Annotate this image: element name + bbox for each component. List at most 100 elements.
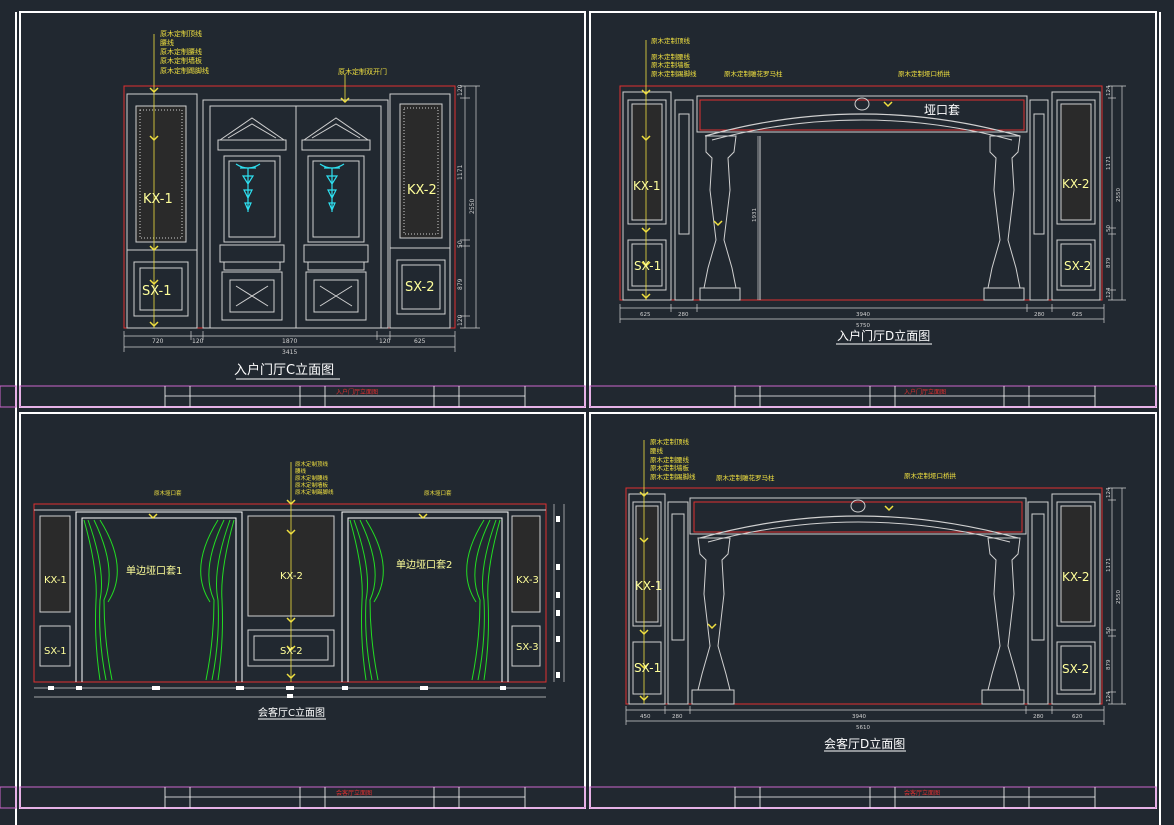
c1-left-frame (126, 93, 198, 329)
d1-dim-b3: 3940 (856, 312, 870, 318)
d1-dim-r1: 124 (1106, 85, 1112, 96)
d2-dim-r3: 2550 (1116, 590, 1122, 604)
d1-arch-inner (711, 119, 1013, 141)
c1-sx2-inner (401, 264, 441, 310)
titleblocks (0, 385, 1157, 809)
d2-titleblock-text: 会客厅立面图 (904, 789, 940, 797)
c1-note-1: 原木定制顶线 (160, 29, 202, 38)
c1-dim-b2: 120 (192, 338, 204, 345)
titleblock-c1 (19, 385, 586, 408)
d1-wall-outline (619, 85, 1103, 301)
d1-dim-r6: 124 (1106, 287, 1112, 298)
c1-kx1-inner (139, 109, 183, 239)
c1-left-pediment-inner (227, 123, 277, 139)
d2-title: 会客厅D立面图 (824, 736, 905, 751)
d2-dim-b3: 3940 (852, 714, 866, 720)
d1-sx1-inner (631, 243, 663, 287)
c2-left-curtains (83, 519, 235, 681)
d1-left-pilaster-inner (678, 113, 690, 235)
c1-right-lower-inner (313, 279, 359, 313)
titleblock-d2 (589, 786, 1157, 809)
d2-note-2: 腰线 (650, 446, 664, 455)
c1-right-glass-inner (312, 160, 360, 238)
c1-dim-r2: 1171 (457, 165, 464, 180)
d2-note-3: 原木定制腰线 (650, 455, 690, 464)
c2-label-arch2: 单边垭口套2 (396, 558, 452, 571)
c2-dim-ticks (48, 516, 560, 698)
c2-sx3-panel (511, 625, 541, 667)
d2-sx1-panel (632, 641, 662, 695)
d2-dim-b1: 450 (640, 714, 651, 720)
c1-left-base (219, 244, 285, 271)
c2-titleblock-text: 会客厅立面图 (336, 789, 372, 797)
elevation-c2 (33, 462, 565, 720)
d2-label-kx2: KX-2 (1062, 570, 1089, 584)
d2-arch (699, 515, 1019, 539)
c1-right-base (303, 244, 369, 271)
d1-dim-r2: 1171 (1106, 156, 1112, 170)
d2-beam (689, 497, 1027, 535)
d1-dim-b2: 280 (678, 312, 689, 318)
d1-dim-lines (619, 85, 1126, 323)
c1-left-glass-inner (228, 160, 276, 238)
d1-right-pilaster-inner (1033, 113, 1045, 235)
d1-arch-label: 垭口套 (924, 103, 960, 117)
d1-sx2-inner (1060, 243, 1092, 287)
titleblock-cells (164, 386, 1096, 808)
c2-label-kx1: KX-1 (44, 575, 67, 586)
c2-label-sx2: SX-2 (280, 646, 303, 657)
d2-dim-total: 5610 (856, 725, 870, 731)
d1-arch (704, 113, 1021, 137)
c1-right-cornice (301, 139, 371, 151)
d1-note-3: 原木定制墙板 (651, 60, 691, 69)
c1-sx1-panel (133, 261, 189, 317)
d2-wall-outline (625, 487, 1103, 705)
d1-kx1-panel (627, 99, 667, 225)
d2-kx1-panel (632, 501, 662, 627)
c1-sx1-inner (139, 267, 183, 311)
d1-note-1: 原木定制顶线 (651, 36, 691, 45)
c1-kx2-inner (403, 107, 439, 235)
d2-dim-b5: 620 (1072, 714, 1083, 720)
d1-right-column-base (983, 287, 1025, 301)
c1-right-pediment-inner (311, 123, 361, 139)
c1-label-kx2: KX-2 (407, 183, 437, 198)
d1-dim-total: 5750 (856, 323, 870, 329)
c1-dim-b1: 720 (152, 338, 164, 345)
c1-right-frame (389, 93, 451, 329)
c2-label-sx3: SX-3 (516, 642, 539, 653)
c1-titleblock-text: 入户门厅立面图 (336, 388, 378, 396)
d1-keystone (854, 97, 870, 111)
c1-dim-total: 3415 (282, 349, 297, 356)
text-layer: 原木定制顶线 腰线 原木定制腰线 原木定制墙板 原木定制踢脚线 原木定制双开门 … (44, 29, 1122, 797)
d1-dim-b4: 280 (1034, 312, 1045, 318)
c1-dim-b5: 625 (414, 338, 426, 345)
c1-note-5: 原木定制踢脚线 (160, 66, 209, 75)
d1-dim-r4: 50 (1106, 225, 1112, 232)
d2-note-4: 原木定制墙板 (650, 463, 690, 472)
d2-kx2-marble (1060, 505, 1092, 623)
c1-left-lower-panel (221, 271, 283, 321)
d2-left-pilaster-inner (671, 513, 685, 641)
c1-dim-lines (123, 85, 480, 352)
d1-label-sx2: SX-2 (1064, 259, 1091, 273)
d1-dim-r5: 879 (1106, 257, 1112, 268)
d2-note-5: 原木定制踢脚线 (650, 472, 696, 481)
c1-dim-b4: 120 (379, 338, 391, 345)
c1-label-sx2: SX-2 (405, 280, 434, 295)
c2-label-sx1: SX-1 (44, 646, 67, 657)
d2-keystone (850, 499, 866, 513)
d1-note-arch: 原木定制垭口桥拱 (898, 69, 951, 78)
d2-right-pilaster (1027, 501, 1049, 705)
c2-right-opening (341, 511, 509, 682)
d1-left-pilaster (674, 99, 694, 301)
c1-left-cornice (217, 139, 287, 151)
d1-label-kx1: KX-1 (633, 179, 660, 193)
c2-left-opening (75, 511, 243, 682)
c2-note-right: 原木垭口套 (424, 489, 452, 497)
c1-right-glass (307, 155, 365, 243)
d1-dim-r3: 2550 (1116, 188, 1122, 202)
c2-note-1: 原木定制顶线 (295, 460, 329, 468)
d1-dim-inner: 1931 (752, 208, 758, 222)
